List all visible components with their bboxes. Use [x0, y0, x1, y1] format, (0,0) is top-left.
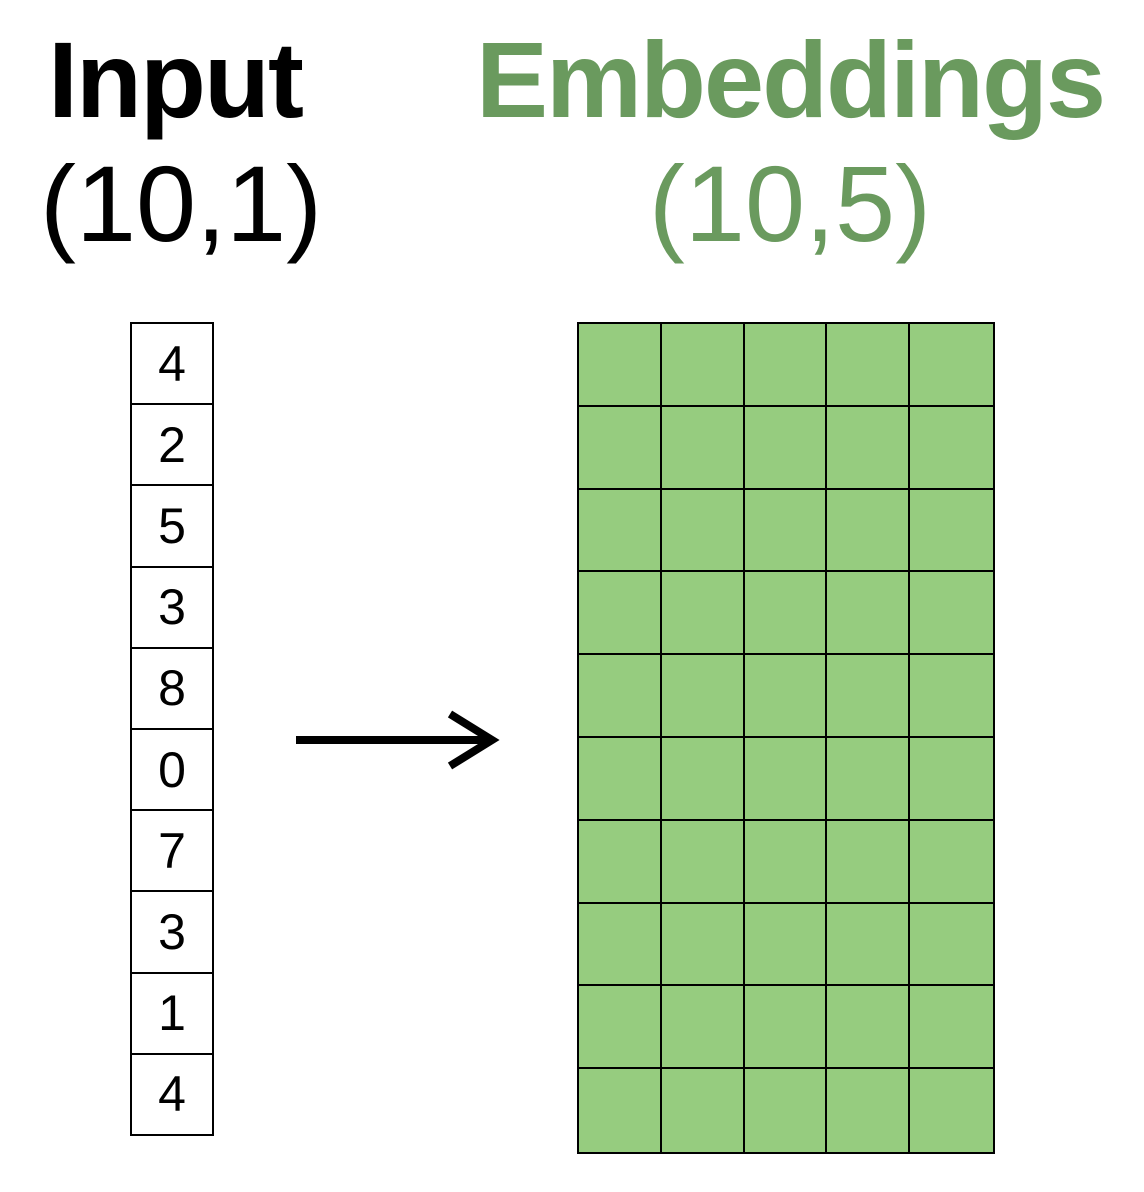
embedding-cell: [744, 406, 828, 490]
embedding-cell: [910, 572, 993, 656]
embedding-cell: [579, 903, 662, 987]
embedding-cell: [744, 738, 828, 821]
input-cell: 3: [130, 890, 214, 974]
embedding-cell: [827, 738, 911, 821]
embedding-cell: [661, 986, 745, 1070]
embedding-cell: [661, 655, 745, 738]
input-cell: 8: [130, 646, 214, 730]
input-cell: 4: [130, 1052, 214, 1136]
embedding-cell: [827, 903, 911, 987]
embedding-cell: [744, 324, 828, 407]
embedding-cell: [910, 407, 993, 490]
embedding-cell: [579, 655, 662, 738]
embedding-cell: [910, 738, 993, 821]
embedding-cell: [579, 986, 662, 1070]
input-cell: 7: [130, 809, 214, 893]
input-cell: 5: [130, 484, 214, 568]
input-title: Input: [48, 19, 304, 140]
embedding-cell: [910, 490, 993, 573]
embedding-cell: [827, 572, 911, 656]
embedding-cell: [744, 655, 828, 738]
input-cell: 2: [130, 403, 214, 487]
embedding-cell: [827, 1069, 911, 1152]
embedding-cell: [661, 820, 745, 904]
embedding-cell: [910, 324, 993, 407]
embedding-cell: [910, 904, 993, 987]
input-shape-label: (10,1): [40, 143, 323, 264]
embeddings-shape-label: (10,5): [648, 143, 932, 264]
embedding-cell: [827, 655, 911, 738]
embedding-cell: [827, 986, 911, 1070]
embedding-cell: [744, 572, 828, 656]
embedding-cell: [744, 489, 828, 573]
embedding-cell: [744, 903, 828, 987]
embedding-cell: [661, 489, 745, 573]
embedding-cell: [579, 489, 662, 573]
embedding-cell: [579, 324, 662, 407]
right-arrow-icon: [296, 710, 500, 770]
embedding-cell: [827, 324, 911, 407]
input-cell: 1: [130, 971, 214, 1055]
embedding-cell: [745, 1069, 828, 1152]
embedding-cell: [662, 1069, 745, 1152]
embedding-cell: [910, 821, 993, 904]
embedding-cell: [579, 738, 662, 821]
embedding-cell: [910, 1069, 993, 1152]
embedding-cell: [827, 489, 911, 573]
embedding-cell: [827, 406, 911, 490]
embedding-cell: [579, 1069, 662, 1152]
input-cell: 4: [130, 322, 214, 406]
embedding-matrix: [577, 322, 995, 1154]
embedding-cell: [744, 986, 828, 1070]
embedding-cell: [827, 820, 911, 904]
embedding-cell: [579, 406, 662, 490]
input-cell: 3: [130, 565, 214, 649]
embedding-cell: [661, 324, 745, 407]
embedding-cell: [579, 820, 662, 904]
embedding-cell: [661, 572, 745, 656]
embedding-cell: [661, 738, 745, 821]
embedding-cell: [661, 406, 745, 490]
embedding-cell: [744, 820, 828, 904]
embedding-cell: [910, 655, 993, 738]
input-cell: 0: [130, 727, 214, 812]
embeddings-title: Embeddings: [475, 19, 1106, 140]
embedding-cell: [661, 903, 745, 987]
embedding-cell: [579, 572, 662, 656]
embedding-cell: [910, 986, 993, 1070]
